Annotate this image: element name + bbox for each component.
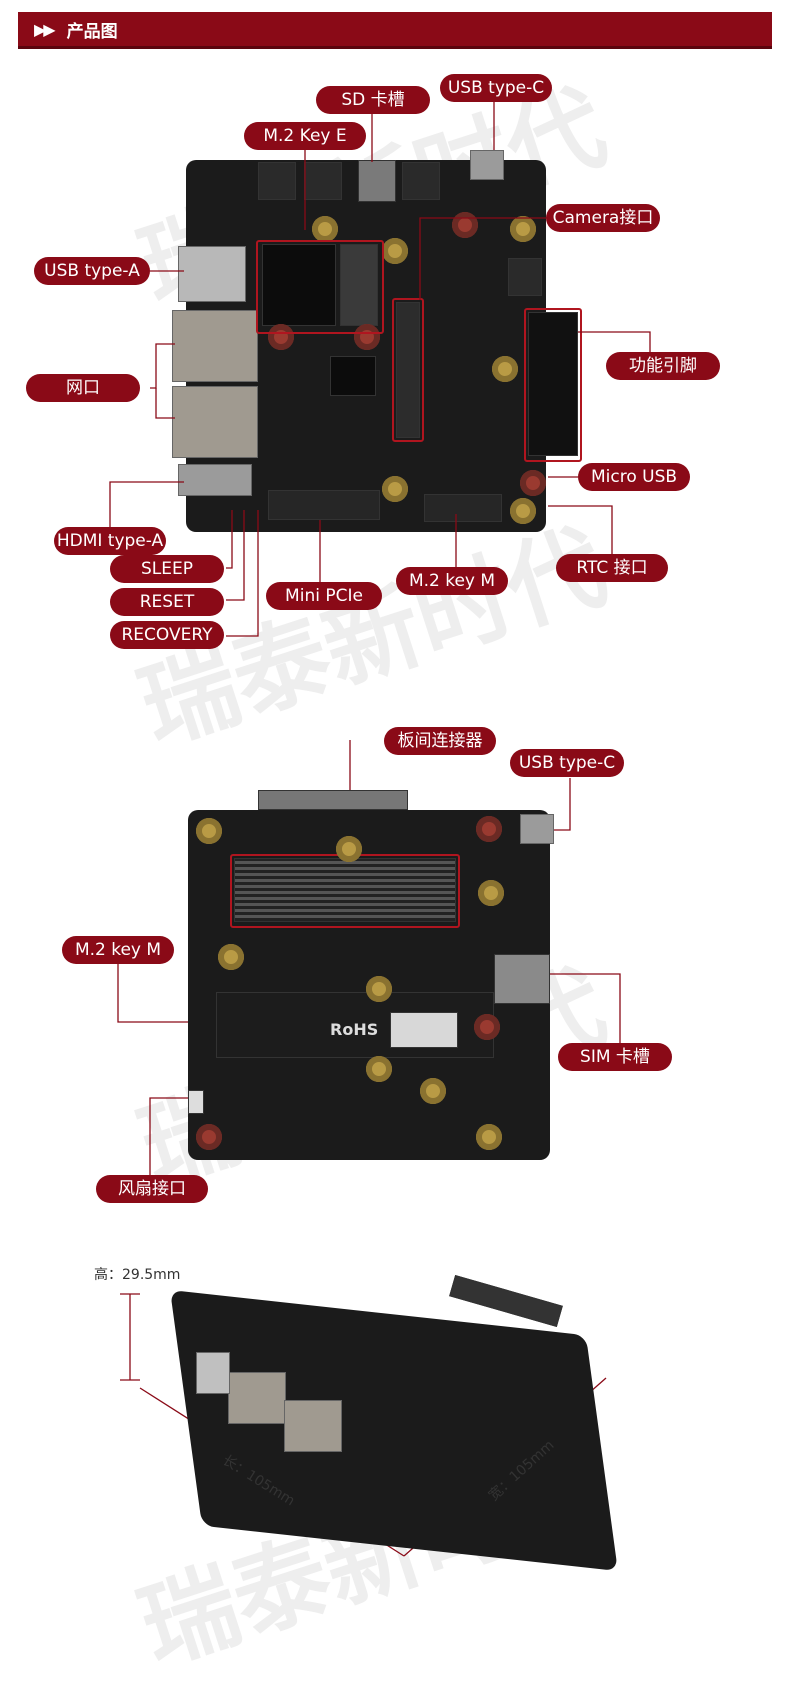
label-function-pins: 功能引脚 [606,352,720,380]
mount-hole [196,818,222,844]
label-usb-type-c: USB type-C [440,74,552,102]
mount-hole [476,816,502,842]
mount-hole [478,880,504,906]
sd-slot [358,160,396,202]
lan-port [284,1400,342,1452]
pin-header [258,790,408,810]
label-lan: 网口 [26,374,140,402]
hdmi-port [178,464,252,496]
label-sim-slot: SIM 卡槽 [558,1043,672,1071]
ssd-label [390,1012,458,1048]
lan-port [172,310,258,382]
mount-hole [452,212,478,238]
m2-key-e-slot [340,244,378,326]
board-perspective-view [170,1290,618,1571]
soc-chip [330,356,376,396]
camera-connector [396,302,420,438]
label-sd-slot: SD 卡槽 [316,86,430,114]
mount-hole [492,356,518,382]
mini-pcie-slot [268,490,380,520]
mount-hole [336,836,362,862]
label-usb-type-c-bottom: USB type-C [510,749,624,777]
label-usb-type-a: USB type-A [34,257,150,285]
inductor [258,162,296,200]
usb-c-port [520,814,554,844]
mount-hole [420,1078,446,1104]
board-to-board-connector [234,858,456,922]
mount-hole [510,216,536,242]
usb-c-port [470,150,504,180]
mount-hole [476,1124,502,1150]
label-camera: Camera接口 [546,204,660,232]
section-title: 产品图 [66,21,118,42]
double-arrow-icon: ▶▶ [34,19,56,39]
label-m2-key-m: M.2 key M [396,567,508,595]
usb-a-port [196,1352,230,1394]
rohs-text: RoHS [330,1020,379,1039]
mount-hole [354,324,380,350]
mount-hole [218,944,244,970]
label-hdmi: HDMI type-A [54,527,166,555]
m2-key-m-slot [424,494,502,522]
mount-hole [474,1014,500,1040]
m2-key-e-module [262,244,336,326]
sim-slot [494,954,550,1004]
lan-port [172,386,258,458]
dimension-height: 高：29.5mm [94,1267,181,1283]
mount-hole [382,476,408,502]
mount-hole [312,216,338,242]
fan-connector [188,1090,204,1114]
label-mini-pcie: Mini PCIe [266,582,382,610]
mount-hole [366,976,392,1002]
label-micro-usb: Micro USB [578,463,690,491]
usb-a-port [178,246,246,302]
mount-hole [382,238,408,264]
label-fan: 风扇接口 [96,1175,208,1203]
highlight-pins [524,308,582,462]
function-pin-header [528,312,578,456]
label-recovery: RECOVERY [110,621,224,649]
mount-hole [366,1056,392,1082]
inductor [508,258,542,296]
label-sleep: SLEEP [110,555,224,583]
label-b2b-connector: 板间连接器 [384,727,496,755]
inductor [402,162,440,200]
mount-hole [268,324,294,350]
mount-hole [510,498,536,524]
mount-hole [196,1124,222,1150]
label-reset: RESET [110,588,224,616]
section-header: ▶▶ 产品图 [18,12,772,49]
lan-port [228,1372,286,1424]
highlight-camera [392,298,424,442]
label-rtc: RTC 接口 [556,554,668,582]
mount-hole [520,470,546,496]
label-m2-key-e: M.2 Key E [244,122,366,150]
highlight-b2b-connector [230,854,460,928]
highlight-m2-key-e [256,240,384,334]
label-m2-key-m-bottom: M.2 key M [62,936,174,964]
